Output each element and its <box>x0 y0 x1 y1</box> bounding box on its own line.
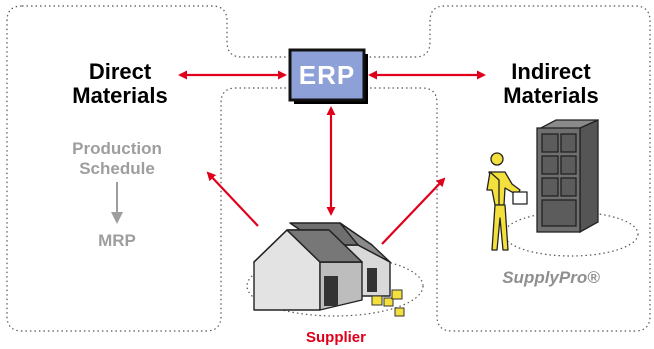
arrow-supplier-indirect <box>381 177 446 245</box>
production-line2: Schedule <box>79 159 155 178</box>
arrows <box>178 70 486 245</box>
mrp-label: MRP <box>98 231 136 250</box>
worker-figure-icon <box>486 152 528 251</box>
warehouse-icon <box>253 222 391 311</box>
production-schedule-label: Production Schedule <box>52 139 182 179</box>
erp-label: ERP <box>298 60 356 90</box>
direct-materials-label: Direct Materials <box>55 60 185 108</box>
erp-system-box <box>288 48 368 104</box>
supplypro-label: SupplyPro® <box>502 268 600 287</box>
indirect-line1: Indirect <box>511 59 591 84</box>
storage-cabinet-icon <box>536 118 599 234</box>
indirect-materials-label: Indirect Materials <box>481 60 621 108</box>
supplier-ellipse <box>246 255 424 317</box>
direct-line2: Materials <box>72 83 168 108</box>
direct-line1: Direct <box>88 59 152 84</box>
package-boxes-icon <box>371 289 405 317</box>
regions-outline <box>6 5 651 332</box>
indirect-line2: Materials <box>503 83 599 108</box>
arrow-production-to-mrp <box>111 182 123 224</box>
production-line1: Production <box>72 139 162 158</box>
arrow-supplier-direct <box>206 171 259 227</box>
supplier-label: Supplier <box>305 329 366 346</box>
